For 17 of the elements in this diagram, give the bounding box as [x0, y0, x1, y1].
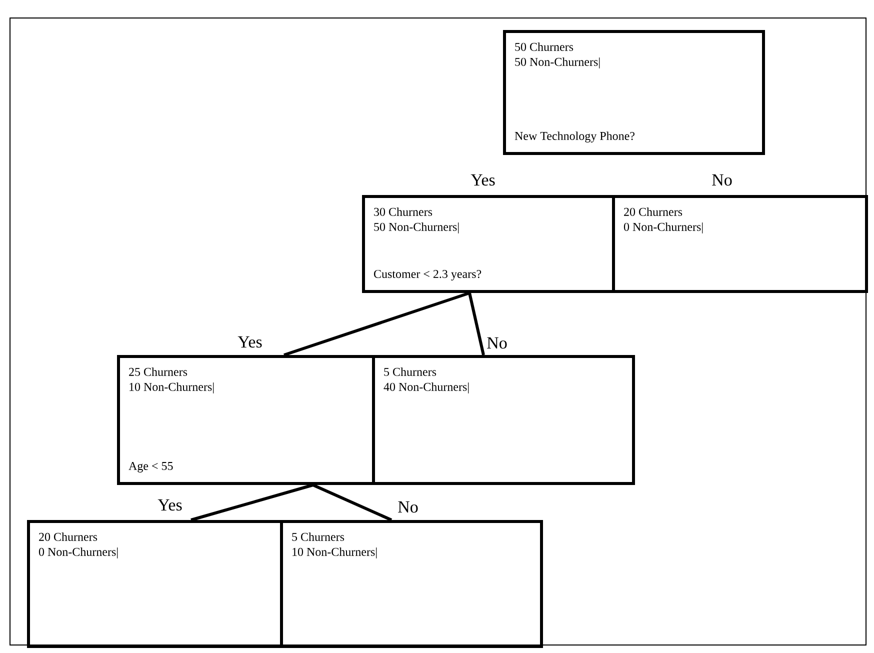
edge-label: Yes [156, 498, 184, 512]
tree-node-box: 5 Churners 40 Non-Churners| [372, 355, 635, 485]
branch-line [312, 484, 392, 522]
tree-node-box: 30 Churners 50 Non-Churners| Customer < 2.3 years? [362, 195, 615, 293]
branch-line [190, 484, 314, 522]
tree-node-box: 25 Churners 10 Non-Churners| Age < 55 [117, 355, 375, 485]
edge-label: No [396, 500, 420, 514]
branch-label: No [712, 174, 732, 186]
branch-line [468, 292, 485, 356]
edge-label: Yes [236, 335, 264, 349]
tree-node-box: 50 Churners 50 Non-Churners| New Technology Phone? [503, 30, 765, 155]
tree-node-box: 20 Churners 0 Non-Churners| [612, 195, 868, 293]
edge-label: No [486, 336, 508, 350]
branch-line [284, 292, 470, 356]
tree-node-box: 20 Churners 0 Non-Churners| [27, 520, 283, 648]
branch-label: Yes [470, 174, 495, 186]
tree-node-box: 5 Churners 10 Non-Churners| [280, 520, 543, 648]
